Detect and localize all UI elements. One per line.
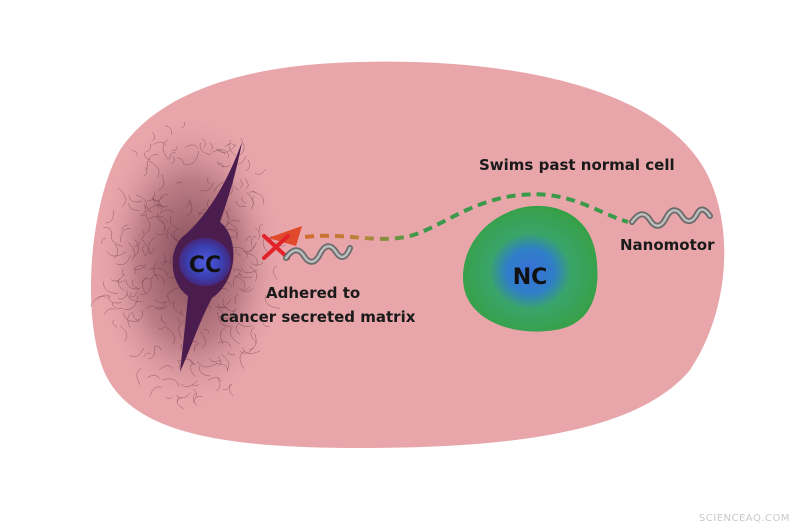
cancer-cell: CC: [172, 142, 242, 372]
adhered-label-line2: cancer secreted matrix: [220, 308, 416, 326]
nanomotor-label: Nanomotor: [620, 236, 715, 254]
normal-cell: NC: [462, 205, 598, 332]
adhered-label-line1: Adhered to: [266, 284, 360, 302]
swim-path-label: Swims past normal cell: [479, 156, 675, 174]
cancer-cell-label: CC: [189, 253, 221, 278]
adhered-nanomotor-icon: [283, 243, 353, 265]
blocked-x-mark: [262, 234, 290, 260]
cancer-nucleus: [179, 238, 231, 286]
watermark: SCIENCEAQ.COM: [698, 513, 790, 524]
swim-path: [304, 192, 629, 241]
normal-cell-label: NC: [513, 265, 548, 290]
direction-arrow: [268, 226, 302, 246]
nanomotor-icon: [629, 206, 713, 229]
